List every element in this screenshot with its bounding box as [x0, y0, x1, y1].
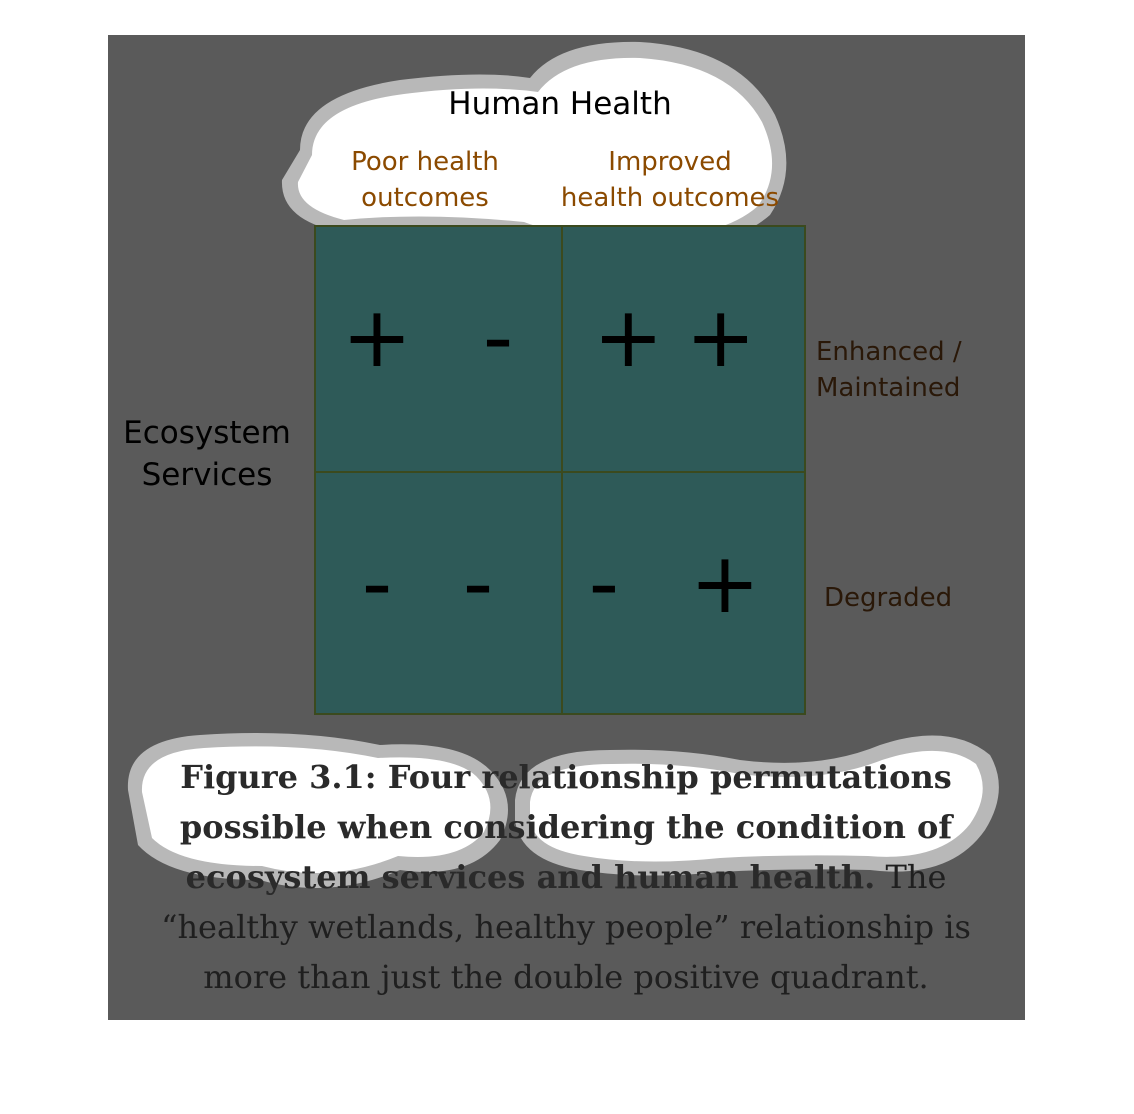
column-label-poor-line2: outcomes	[361, 183, 489, 213]
quadrant-bottom-right: - +	[588, 534, 783, 632]
grid-vertical-divider	[561, 227, 563, 713]
row-label-enhanced-line1: Enhanced /	[816, 337, 962, 367]
figure-caption: Figure 3.1: Four relationship permutatio…	[116, 752, 1016, 1002]
grid-horizontal-divider	[316, 471, 804, 473]
quadrant-bottom-left: - -	[361, 534, 516, 632]
column-label-improved-line1: Improved	[608, 147, 732, 177]
ecosystem-services-line2: Services	[141, 457, 273, 493]
human-health-title: Human Health	[448, 86, 672, 122]
column-label-poor-line1: Poor health	[351, 147, 499, 177]
column-label-poor: Poor health outcomes	[310, 144, 540, 216]
quadrant-top-right: ++	[593, 288, 778, 386]
row-label-degraded: Degraded	[824, 583, 953, 613]
row-label-enhanced: Enhanced / Maintained	[816, 334, 1006, 406]
ecosystem-services-line1: Ecosystem	[123, 415, 291, 451]
row-label-enhanced-line2: Maintained	[816, 373, 961, 403]
quadrant-grid: + - ++ - - - +	[314, 225, 806, 715]
column-label-improved: Improved health outcomes	[548, 144, 792, 216]
caption-bold: Figure 3.1: Four relationship permutatio…	[179, 758, 953, 896]
column-label-improved-line2: health outcomes	[560, 183, 780, 213]
quadrant-top-left: + -	[341, 288, 536, 386]
caption-blob-left-inner	[141, 746, 491, 874]
ecosystem-services-label: Ecosystem Services	[118, 412, 296, 496]
caption-blob-right-inner	[530, 750, 983, 862]
header-blob-inner	[297, 57, 773, 238]
caption-normal: The “healthy wetlands, healthy people” r…	[161, 858, 971, 996]
